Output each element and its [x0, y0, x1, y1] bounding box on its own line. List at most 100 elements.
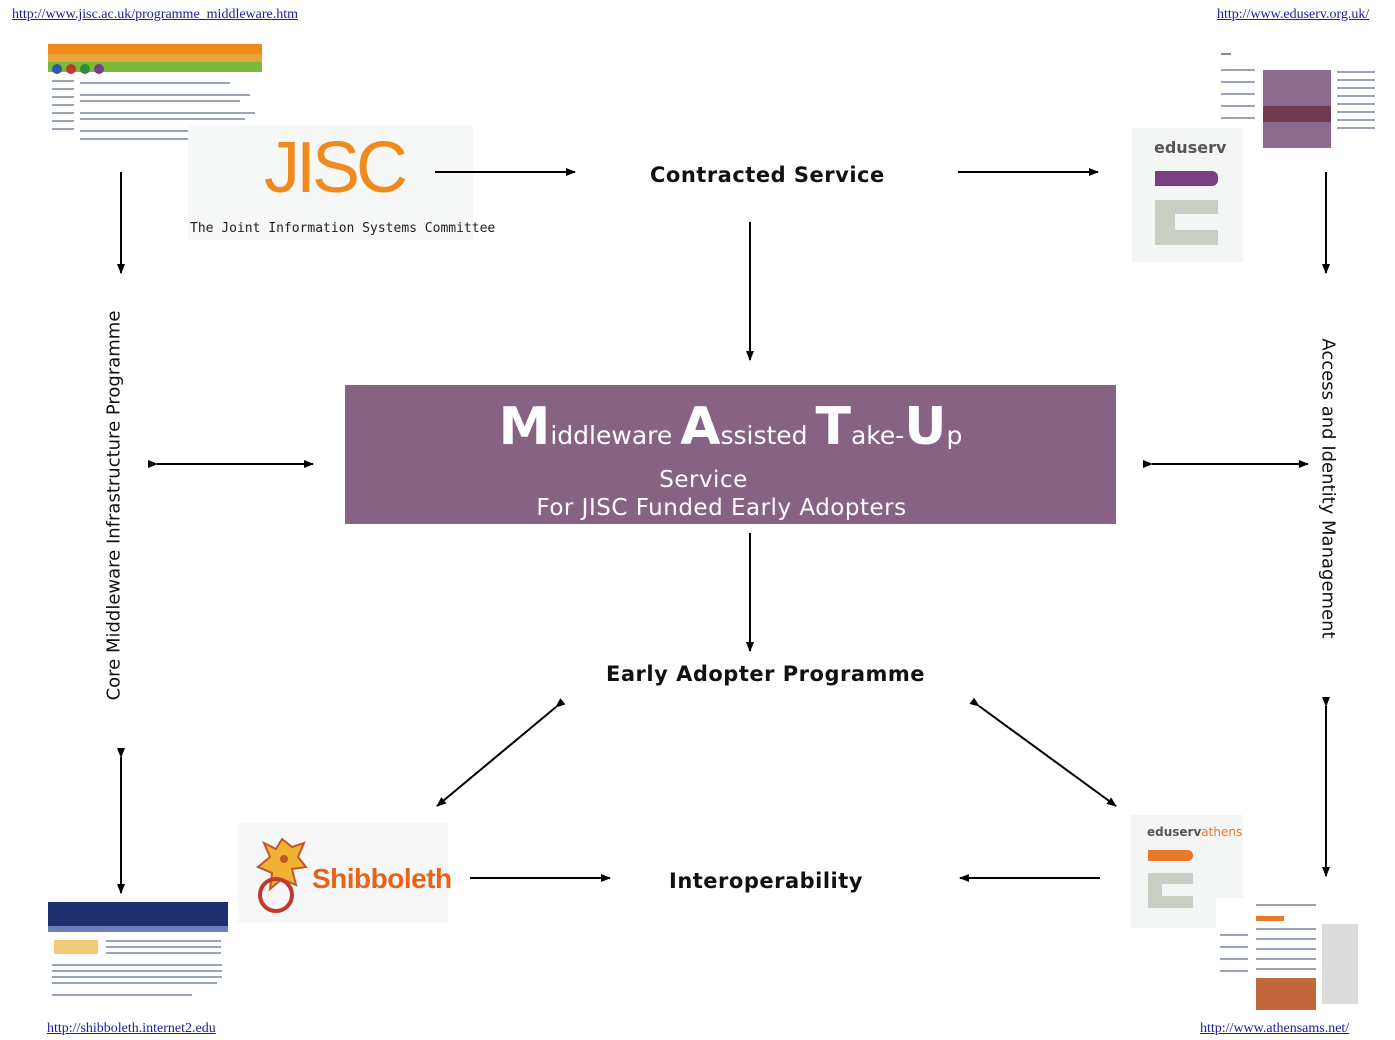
thumbnail-text-line — [1221, 93, 1255, 95]
thumbnail-text-line — [52, 994, 192, 996]
thumbnail-text-line — [80, 112, 255, 114]
thumbnail-text-line — [1220, 970, 1248, 972]
shibboleth-website-thumbnail[interactable] — [48, 900, 228, 1000]
eduserv-athens-prefix: eduserv — [1147, 825, 1202, 839]
matu-initial-a: A — [680, 397, 721, 457]
thumbnail-icon-blue — [52, 64, 62, 74]
thumbnail-text-line — [1256, 948, 1316, 950]
matu-service-line: Service — [659, 467, 748, 493]
thumbnail-text-line — [1220, 946, 1248, 948]
thumbnail-text-line — [52, 970, 222, 972]
thumbnail-text-line — [80, 138, 250, 140]
eduserv-website-thumbnail[interactable] — [1215, 45, 1380, 153]
matu-initial-t: T — [815, 397, 851, 457]
thumbnail-text-line — [1337, 87, 1375, 89]
matu-word-up: p — [946, 421, 963, 450]
thumbnail-text-line — [1337, 95, 1375, 97]
thumbnail-text-line — [52, 96, 74, 98]
matu-word-assisted: ssisted — [720, 421, 816, 450]
matu-service-box: Middleware Assisted Take-Up Service For … — [345, 385, 1116, 524]
matu-initial-m: M — [498, 397, 551, 457]
jisc-logo: JISC The Joint Information Systems Commi… — [188, 125, 495, 240]
eduserv-athens-logo-text: eduservathens — [1147, 825, 1242, 839]
eduserv-logo-text: eduserv — [1154, 138, 1227, 157]
thumbnail-text-line — [1337, 79, 1375, 81]
thumbnail-text-line — [52, 80, 74, 82]
interoperability-label: Interoperability — [669, 869, 863, 893]
griffin-icon — [256, 837, 308, 913]
thumbnail-text-line — [80, 100, 240, 102]
thumbnail-text-line — [52, 976, 222, 978]
matu-word-middleware: iddleware — [550, 421, 681, 450]
thumbnail-header-bar — [48, 902, 228, 926]
eduserv-url-link[interactable]: http://www.eduserv.org.uk/ — [1217, 7, 1370, 22]
eduserv-athens-suffix: athens — [1201, 825, 1243, 839]
thumbnail-text-line — [52, 120, 74, 122]
jisc-logo-letters: JISC — [264, 128, 408, 208]
athens-logo-notch — [1162, 884, 1193, 896]
eduserv-logo-notch — [1175, 214, 1218, 230]
arrow-early-adopter-athens-both — [969, 697, 1117, 807]
thumbnail-text-line — [1256, 904, 1316, 906]
shibboleth-logo: Shibboleth — [238, 823, 452, 923]
athens-website-thumbnail[interactable] — [1216, 898, 1361, 1013]
thumbnail-text-line — [1337, 127, 1375, 129]
thumbnail-text-line — [1256, 938, 1316, 940]
thumbnail-text-line — [1221, 53, 1231, 55]
athens-url-link[interactable]: http://www.athensams.net/ — [1200, 1021, 1350, 1036]
matu-early-adopters-line: For JISC Funded Early Adopters — [536, 495, 907, 521]
thumbnail-text-line — [80, 130, 230, 132]
thumbnail-header-bar — [48, 44, 262, 54]
athens-logo-bar — [1148, 850, 1193, 861]
access-identity-management-label: Access and Identity Management — [1317, 338, 1339, 639]
shibboleth-url-link[interactable]: http://shibboleth.internet2.edu — [47, 1021, 216, 1036]
thumbnail-text-line — [52, 112, 74, 114]
thumbnail-green-bar — [48, 62, 262, 72]
thumbnail-text-line — [1221, 105, 1255, 107]
thumbnail-icon-green — [80, 64, 90, 74]
jisc-logo-caption: The Joint Information Systems Committee — [190, 221, 496, 236]
thumbnail-icon-red — [66, 64, 76, 74]
early-adopter-programme-label: Early Adopter Programme — [606, 662, 926, 686]
thumbnail-orange-tab — [1256, 916, 1284, 921]
thumbnail-side-panel — [1322, 924, 1358, 1004]
thumbnail-text-line — [1220, 958, 1248, 960]
thumbnail-text-line — [1337, 119, 1375, 121]
shibboleth-logo-text: Shibboleth — [312, 863, 452, 894]
matu-word-take: ake- — [850, 421, 905, 450]
jisc-website-thumbnail[interactable] — [48, 32, 262, 150]
thumbnail-text-line — [1221, 81, 1255, 83]
thumbnail-text-line — [1256, 958, 1316, 960]
thumbnail-text-line — [52, 88, 74, 90]
thumbnail-text-line — [80, 118, 245, 120]
thumbnail-logo-block — [54, 940, 98, 954]
thumbnail-text-line — [52, 128, 74, 130]
thumbnail-text-line — [80, 82, 230, 84]
thumbnail-feature-image — [1256, 978, 1316, 1010]
jisc-url-link[interactable]: http://www.jisc.ac.uk/programme_middlewa… — [12, 7, 299, 22]
thumbnail-nav-bar — [48, 54, 262, 62]
thumbnail-text-line — [1337, 71, 1375, 73]
eduserv-logo-block — [1155, 200, 1218, 245]
thumbnail-text-line — [106, 952, 221, 954]
thumbnail-feature-image — [1263, 70, 1331, 148]
eduserv-logo-bar — [1155, 171, 1218, 186]
thumbnail-text-line — [1220, 934, 1248, 936]
thumbnail-text-line — [1256, 968, 1316, 970]
thumbnail-text-line — [52, 964, 222, 966]
thumbnail-text-line — [80, 94, 250, 96]
thumbnail-text-line — [1221, 117, 1255, 119]
thumbnail-text-line — [52, 982, 217, 984]
eduserv-logo: eduserv — [1132, 128, 1243, 262]
matu-title: Middleware Assisted Take-Up — [345, 401, 1116, 453]
core-middleware-programme-label: Core Middleware Infrastructure Programme — [103, 310, 125, 701]
contracted-service-label: Contracted Service — [650, 163, 885, 187]
thumbnail-text-line — [106, 946, 221, 948]
thumbnail-text-line — [1337, 103, 1375, 105]
thumbnail-text-line — [1256, 928, 1316, 930]
thumbnail-text-line — [106, 940, 221, 942]
thumbnail-icon-purple — [94, 64, 104, 74]
matu-initial-u: U — [904, 397, 947, 457]
arrow-early-adopter-shibboleth-both — [436, 698, 566, 807]
thumbnail-text-line — [52, 104, 74, 106]
